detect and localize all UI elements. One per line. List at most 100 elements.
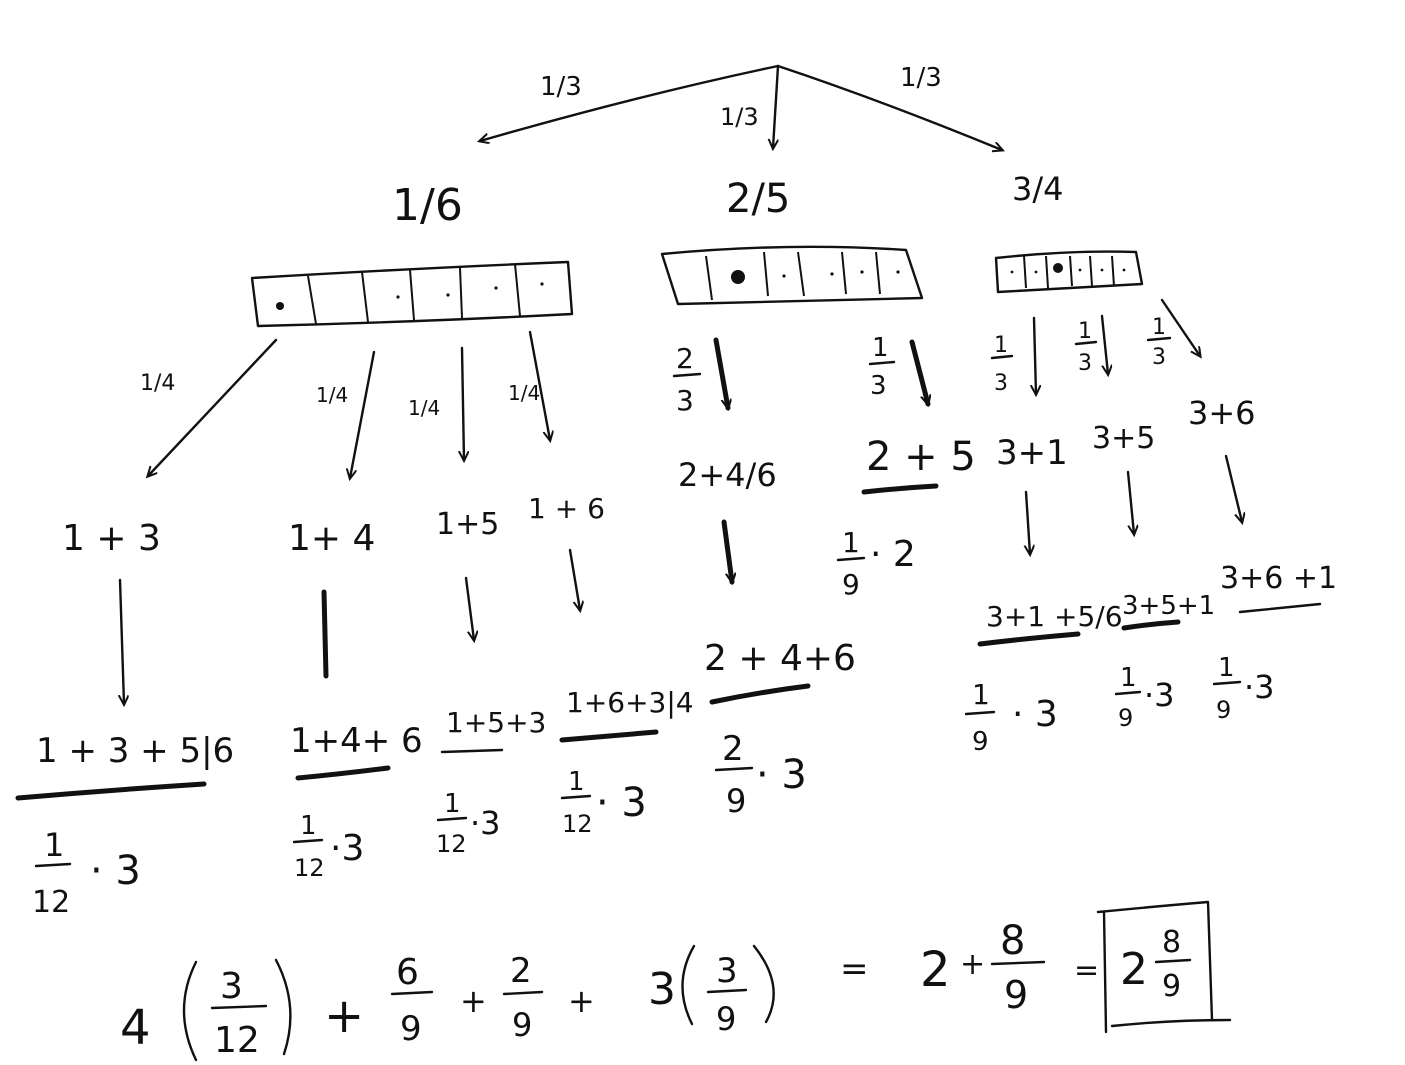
- svg-text:2: 2: [722, 729, 744, 769]
- root-edge-left: [480, 64, 780, 141]
- b1-edge-prob-1: 1/4: [140, 371, 175, 396]
- b1-draw-3: 1+5: [436, 507, 499, 542]
- svg-text:·3: ·3: [1244, 668, 1275, 706]
- svg-text:· 3: · 3: [1012, 694, 1058, 735]
- root-edge-right-label: 1/3: [900, 63, 942, 93]
- root-edge-left-label: 1/3: [540, 72, 582, 102]
- svg-text:3: 3: [1078, 351, 1092, 376]
- svg-text:9: 9: [512, 1006, 532, 1044]
- b1-draw-4: 1 + 6: [528, 492, 605, 525]
- root-edges: 1/3 1/3 1/3: [480, 63, 1002, 150]
- svg-text:2: 2: [1120, 944, 1148, 995]
- svg-text:1: 1: [972, 678, 990, 711]
- svg-text:9: 9: [1004, 973, 1028, 1017]
- svg-text:·3: ·3: [1144, 676, 1175, 714]
- b3-draw-1: 3+1: [996, 433, 1068, 473]
- svg-text:9: 9: [726, 782, 746, 820]
- svg-text:3: 3: [1152, 345, 1166, 370]
- svg-text:2: 2: [676, 342, 694, 375]
- urn-3-box: [994, 250, 1144, 294]
- final-equation: 4 3 12 + 6 9 + 2 9 + 3 3 9 = 2 + 8 9 = 2: [120, 900, 1232, 1062]
- svg-text:8: 8: [1000, 918, 1025, 964]
- b1-draw-2: 1+ 4: [288, 518, 375, 559]
- svg-text:9: 9: [972, 727, 989, 757]
- b2-prob-2: 1 9 · 2: [836, 526, 916, 601]
- svg-text:·3: ·3: [470, 804, 501, 842]
- svg-text:9: 9: [1118, 704, 1133, 732]
- svg-text:12: 12: [436, 830, 467, 858]
- b1-final-4: 1+6+3|4: [566, 686, 694, 719]
- b3-draw-3: 3+6: [1188, 394, 1256, 432]
- b1-prob-2: 1 12 ·3: [292, 811, 364, 882]
- svg-text:1: 1: [444, 789, 461, 819]
- b3-prob-1: 1 9 · 3: [964, 678, 1058, 757]
- ball-selected: [1053, 263, 1063, 273]
- b3-prob-2: 1 9 ·3: [1114, 663, 1175, 732]
- branch-3: 1 3 1 3 1 3 3+1 3+5 3+6 3+1 +5/6 3+5+1 3…: [964, 298, 1337, 757]
- b2-final: 2 + 4+6: [704, 638, 856, 679]
- urn-1-box: [250, 260, 574, 328]
- svg-text:12: 12: [562, 810, 593, 838]
- svg-text:+: +: [324, 988, 364, 1044]
- svg-text:1: 1: [1218, 653, 1235, 683]
- b3-draw-2: 3+5: [1092, 421, 1155, 456]
- b3-edge-prob-3: 1 3: [1146, 315, 1172, 370]
- root-edge-mid-label: 1/3: [720, 103, 759, 131]
- b1-edge-prob-4: 1/4: [508, 381, 540, 405]
- svg-text:9: 9: [1216, 696, 1231, 724]
- b3-edge-prob-2: 1 3: [1074, 319, 1098, 376]
- root-edge-mid: [773, 64, 780, 148]
- svg-text:3: 3: [716, 951, 738, 991]
- svg-text:· 3: · 3: [90, 848, 141, 894]
- svg-text:· 2: · 2: [870, 534, 916, 575]
- svg-text:1: 1: [872, 333, 889, 363]
- b1-prob-1: 1 12 · 3: [32, 826, 141, 920]
- b3-final-3: 3+6 +1: [1220, 561, 1337, 596]
- b1-final-2: 1+4+ 6: [290, 721, 423, 761]
- svg-text:+: +: [568, 982, 595, 1020]
- svg-text:1: 1: [44, 826, 64, 864]
- svg-text:3: 3: [220, 966, 243, 1007]
- svg-text:12: 12: [32, 885, 70, 920]
- b3-prob-3: 1 9 ·3: [1212, 653, 1275, 724]
- svg-text:1: 1: [842, 526, 860, 559]
- b1-prob-4: 1 12 · 3: [560, 767, 647, 838]
- b2-draw-2: 2 + 5: [866, 434, 976, 480]
- b3-final-1: 3+1 +5/6: [986, 600, 1123, 633]
- b2-edge-prob-2: 1 3: [868, 333, 896, 401]
- svg-text:=: =: [840, 949, 869, 989]
- svg-text:1: 1: [994, 333, 1008, 358]
- urn-2-label: 2/5: [726, 176, 790, 222]
- b2-prob-1: 2 9 · 3: [714, 729, 807, 820]
- b1-final-1: 1 + 3 + 5|6: [36, 731, 234, 771]
- b2-edge-prob-1: 2 3: [672, 342, 702, 417]
- svg-text:1: 1: [1152, 315, 1166, 340]
- svg-text:6: 6: [396, 952, 419, 993]
- svg-text:4: 4: [120, 1000, 151, 1056]
- svg-text:·3: ·3: [330, 828, 364, 869]
- svg-text:12: 12: [214, 1020, 260, 1061]
- branch-1: 1/4 1/4 1/4 1/4 1 + 3 1+ 4 1+5 1 + 6 1 +…: [15, 330, 694, 920]
- ball-selected: [731, 270, 745, 284]
- svg-text:9: 9: [716, 1000, 736, 1038]
- b1-draw-1: 1 + 3: [62, 518, 161, 559]
- svg-text:· 3: · 3: [596, 780, 647, 826]
- svg-text:2: 2: [510, 951, 532, 991]
- svg-text:3: 3: [870, 371, 887, 401]
- answer-box: 2 8 9: [1096, 900, 1232, 1034]
- svg-text:+: +: [960, 947, 985, 982]
- b2-draw-1: 2+4/6: [678, 456, 777, 494]
- svg-text:3: 3: [994, 371, 1008, 396]
- svg-text:9: 9: [842, 568, 860, 601]
- svg-text:8: 8: [1162, 925, 1181, 960]
- b1-edge-prob-2: 1/4: [316, 383, 348, 407]
- b3-final-2: 3+5+1: [1122, 591, 1215, 621]
- svg-text:9: 9: [1162, 969, 1181, 1004]
- svg-text:1: 1: [1120, 663, 1137, 693]
- svg-text:1: 1: [1078, 319, 1092, 344]
- svg-text:12: 12: [294, 854, 325, 882]
- b3-edge-prob-1: 1 3: [990, 333, 1014, 396]
- ball-marked: [276, 302, 284, 310]
- urn-1-label: 1/6: [392, 180, 463, 231]
